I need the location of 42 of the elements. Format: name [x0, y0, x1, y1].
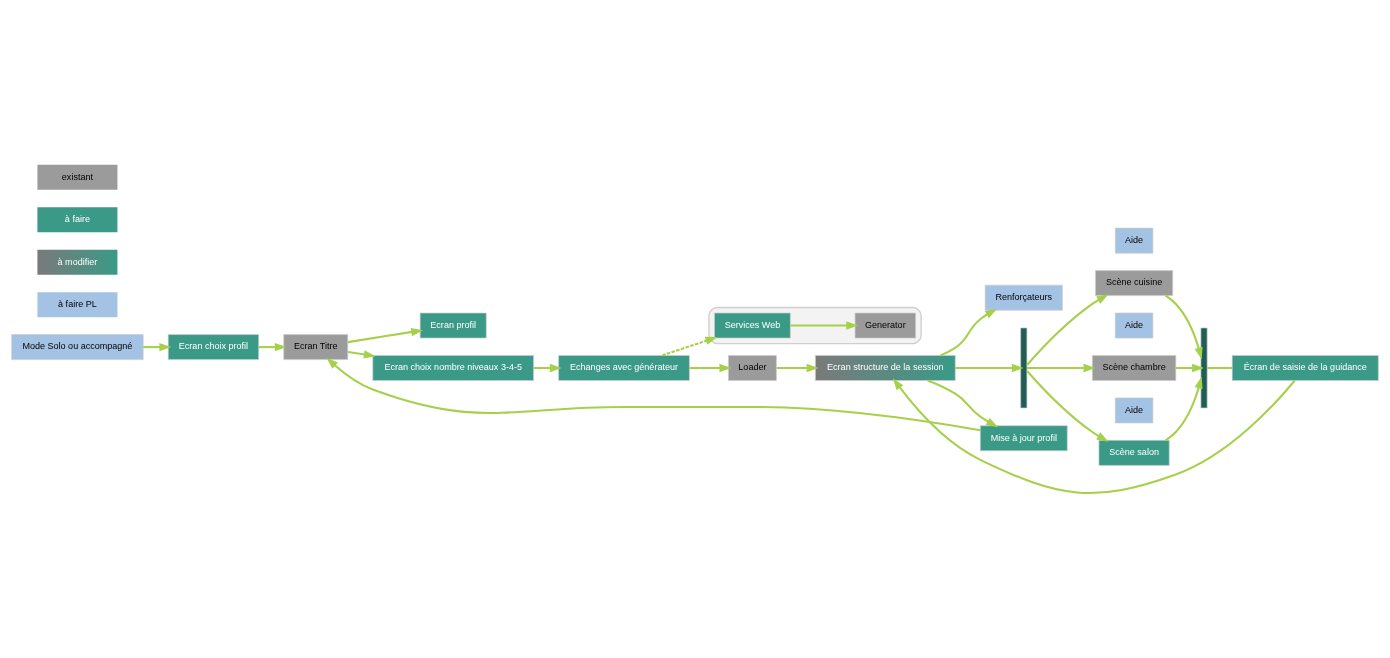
arrow: [1026, 294, 1109, 366]
node-box: Loader: [728, 355, 777, 381]
node-box: Aide: [1114, 227, 1154, 254]
arrow: [892, 378, 1296, 495]
arrow: [790, 321, 859, 330]
legend-label: à modifier: [57, 256, 98, 267]
arrow: [776, 363, 819, 373]
arrow: [1026, 370, 1109, 442]
node-box: Aide: [1114, 397, 1154, 424]
node-box: Aide: [1114, 312, 1154, 339]
arrow: [940, 308, 998, 357]
node-box: Ecran choix profil: [167, 334, 260, 360]
arrow: [927, 379, 999, 428]
arrow: [662, 336, 718, 357]
node-box: Mode Solo ou accompagné: [11, 334, 144, 360]
node-box: Generator: [854, 312, 916, 339]
arrow: [1165, 376, 1203, 442]
cluster: [708, 306, 922, 345]
node-box: Scène salon: [1098, 440, 1170, 466]
node-box: Scène chambre: [1092, 355, 1177, 381]
arrow: [1026, 363, 1096, 373]
node-box: Ecran Titre: [283, 334, 349, 360]
arrow: [955, 363, 1024, 373]
node-box: Ecran profil: [419, 312, 487, 339]
node-box: Mise à jour profil: [979, 425, 1068, 452]
node-box: Ecran choix nombre niveaux 3-4-5: [372, 355, 534, 381]
node-bar: [1200, 327, 1208, 409]
node-bar: [1020, 327, 1028, 409]
node-box: Ecran structure de la session: [815, 355, 956, 381]
legend-label: à faire PL: [58, 299, 97, 310]
node-box: Renforçateurs: [984, 284, 1063, 311]
node-box: Services Web: [714, 312, 791, 339]
arrow: [347, 350, 376, 359]
node-box: Scène cuisine: [1095, 270, 1174, 296]
legend-label: à faire: [64, 214, 90, 225]
legend-label: existant: [61, 171, 93, 182]
node-box: Écran de saisie de la guidance: [1231, 355, 1379, 381]
connector: [1207, 366, 1233, 370]
arrow: [689, 363, 732, 373]
arrow: [1165, 294, 1203, 360]
arrow: [347, 327, 424, 344]
node-box: Echanges avec générateur: [558, 355, 690, 381]
